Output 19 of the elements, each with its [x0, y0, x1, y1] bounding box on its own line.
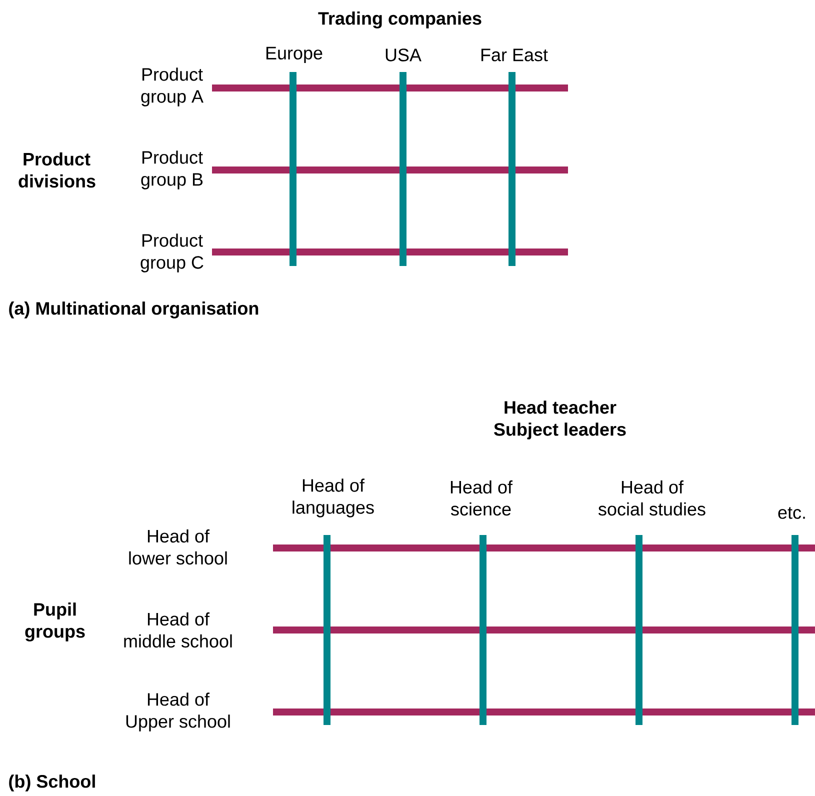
column-label: Head of science: [450, 480, 513, 516]
panel-caption: (a) Multinational organisation: [9, 302, 258, 318]
row-label: Head of Upper school: [126, 692, 230, 732]
row-label: Product group A: [141, 68, 204, 106]
row-label: Head of lower school: [129, 529, 227, 565]
column-label: Head of social studies: [598, 480, 706, 516]
row-label: Head of middle school: [124, 612, 232, 648]
column-group-heading: Head teacher Subject leaders: [494, 400, 626, 440]
column-label: USA: [386, 48, 422, 62]
row-label: Product group C: [140, 234, 204, 272]
column-group-heading: Trading companies: [318, 12, 482, 28]
row-group-heading: Pupil groups: [25, 602, 85, 642]
row-group-heading: Product divisions: [18, 152, 96, 188]
column-label: etc.: [778, 507, 805, 519]
panel-caption: (b) School: [9, 774, 95, 792]
column-label: Europe: [266, 46, 322, 64]
column-label: Far East: [481, 48, 548, 62]
row-label: Product group B: [141, 150, 203, 190]
column-label: Head of languages: [292, 478, 374, 518]
